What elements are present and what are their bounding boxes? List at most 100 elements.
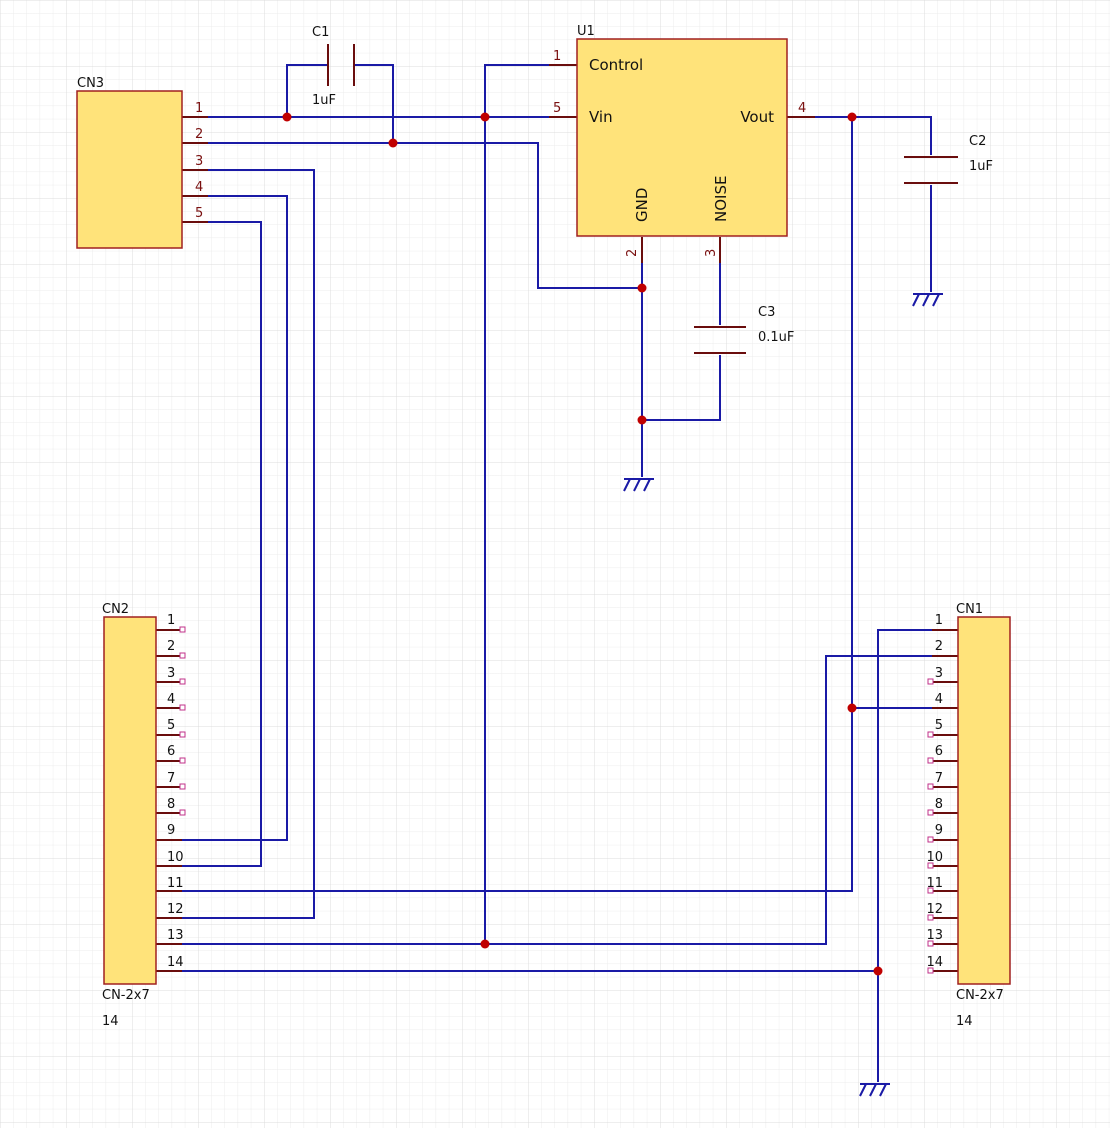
cn2-pin-number: 8 xyxy=(167,797,175,812)
cn3-pin-number: 1 xyxy=(195,101,203,116)
cn1-pin-number: 3 xyxy=(935,666,943,681)
wires xyxy=(156,64,958,1082)
cn2-pin-number: 10 xyxy=(167,850,184,865)
cn1-body[interactable] xyxy=(957,616,1011,985)
cn3-pin-number: 3 xyxy=(195,154,203,169)
cn1-pin-number: 12 xyxy=(926,902,943,917)
cn1-pin-number: 6 xyxy=(935,744,943,759)
cn2-pins xyxy=(156,629,182,972)
wire-control xyxy=(484,64,577,944)
cn2-pin-number: 5 xyxy=(167,718,175,733)
u1-pin-gnd-name: GND xyxy=(633,188,651,222)
cn2-pin-number: 13 xyxy=(167,928,184,943)
c2-value: 1uF xyxy=(969,159,993,174)
cn2-type: CN-2x7 xyxy=(102,988,150,1003)
capacitor-c3[interactable] xyxy=(694,326,746,354)
cn2-count: 14 xyxy=(102,1014,119,1029)
cn2-open-pin-markers xyxy=(179,626,186,816)
cn1-ref: CN1 xyxy=(956,602,983,617)
cn1-pin-number: 5 xyxy=(935,718,943,733)
junction-dot xyxy=(847,703,857,713)
cn1-pin-numbers: 1 2 3 4 5 6 7 8 9 10 11 12 13 14 xyxy=(926,613,943,970)
cn2-pin-number: 3 xyxy=(167,666,175,681)
u1-pin-control-number: 1 xyxy=(553,49,561,64)
wire-cn3-pin3 xyxy=(156,169,315,919)
cn1-pin-number: 11 xyxy=(926,876,943,891)
cn2-pin-number: 1 xyxy=(167,613,175,628)
cn2-pin-number: 14 xyxy=(167,955,184,970)
cn1-open-pin-markers xyxy=(927,678,934,974)
cn3-ref: CN3 xyxy=(77,76,104,91)
cn2-pin-number: 11 xyxy=(167,876,184,891)
u1-pin-control-name: Control xyxy=(589,56,643,74)
u1-pins xyxy=(549,64,815,263)
junction-dot xyxy=(873,966,883,976)
capacitor-c2[interactable] xyxy=(904,156,958,184)
junctions xyxy=(282,112,883,976)
ground-symbols xyxy=(623,293,943,1097)
c3-value: 0.1uF xyxy=(758,330,794,345)
junction-dot xyxy=(637,415,647,425)
cn1-pin-number: 2 xyxy=(935,639,943,654)
u1-pin-vin-name: Vin xyxy=(589,108,613,126)
wire-cn1-pin1 xyxy=(877,629,958,1082)
c2-ref: C2 xyxy=(969,134,986,149)
capacitor-c1[interactable] xyxy=(327,44,355,86)
cn1-type: CN-2x7 xyxy=(956,988,1004,1003)
cn1-pin-number: 7 xyxy=(935,771,943,786)
wire-vout-down xyxy=(156,117,853,892)
cn1-pin-number: 10 xyxy=(926,850,943,865)
u1-ref: U1 xyxy=(577,24,595,39)
wire-c1-right xyxy=(354,64,394,143)
cn3-body[interactable] xyxy=(76,90,183,249)
wire-cn3-pin4 xyxy=(156,195,288,841)
cn2-pin-number: 2 xyxy=(167,639,175,654)
cn2-pin-number: 4 xyxy=(167,692,175,707)
cn1-pin-number: 1 xyxy=(935,613,943,628)
ground-icon xyxy=(623,478,654,492)
cn2-pin-numbers: 1 2 3 4 5 6 7 8 9 10 11 12 13 14 xyxy=(167,613,184,970)
cn3-pins xyxy=(182,116,208,223)
u1-body[interactable] xyxy=(576,38,788,237)
u1-pin-vin-number: 5 xyxy=(553,101,561,116)
junction-dot xyxy=(637,283,647,293)
cn1-pin-number: 9 xyxy=(935,823,943,838)
u1-pin-noise-number: 3 xyxy=(704,249,719,257)
u1-pin-gnd-number: 2 xyxy=(625,249,640,257)
cn3-pin-number: 2 xyxy=(195,127,203,142)
wire-cn3-pin5 xyxy=(156,221,262,867)
ground-icon xyxy=(859,1083,890,1097)
cn3-pin-number: 4 xyxy=(195,180,203,195)
cn2-pin-number: 9 xyxy=(167,823,175,838)
c3-ref: C3 xyxy=(758,305,775,320)
cn3-pin-number: 5 xyxy=(195,206,203,221)
c1-value: 1uF xyxy=(312,93,336,108)
wire-c1-left xyxy=(286,64,328,117)
cn2-body[interactable] xyxy=(103,616,157,985)
ground-icon xyxy=(912,293,943,307)
cn2-ref: CN2 xyxy=(102,602,129,617)
cn1-pin-number: 8 xyxy=(935,797,943,812)
cn2-pin-number: 6 xyxy=(167,744,175,759)
junction-dot xyxy=(480,112,490,122)
wire-cn2-13 xyxy=(156,655,958,945)
u1-pin-vout-number: 4 xyxy=(798,101,806,116)
cn1-pins xyxy=(932,629,958,972)
cn2-pin-number: 7 xyxy=(167,771,175,786)
cn1-count: 14 xyxy=(956,1014,973,1029)
wire-cn3-pin2 xyxy=(182,142,642,289)
c1-ref: C1 xyxy=(312,25,329,40)
wire-vout xyxy=(787,116,932,155)
junction-dot xyxy=(480,939,490,949)
wire-c3-bottom xyxy=(642,355,721,421)
cn1-pin-number: 4 xyxy=(935,692,943,707)
u1-pin-noise-name: NOISE xyxy=(712,176,730,222)
u1-pin-vout-name: Vout xyxy=(740,108,774,126)
junction-dot xyxy=(388,138,398,148)
junction-dot xyxy=(282,112,292,122)
junction-dot xyxy=(847,112,857,122)
cn1-pin-number: 13 xyxy=(926,928,943,943)
cn1-pin-number: 14 xyxy=(926,955,943,970)
